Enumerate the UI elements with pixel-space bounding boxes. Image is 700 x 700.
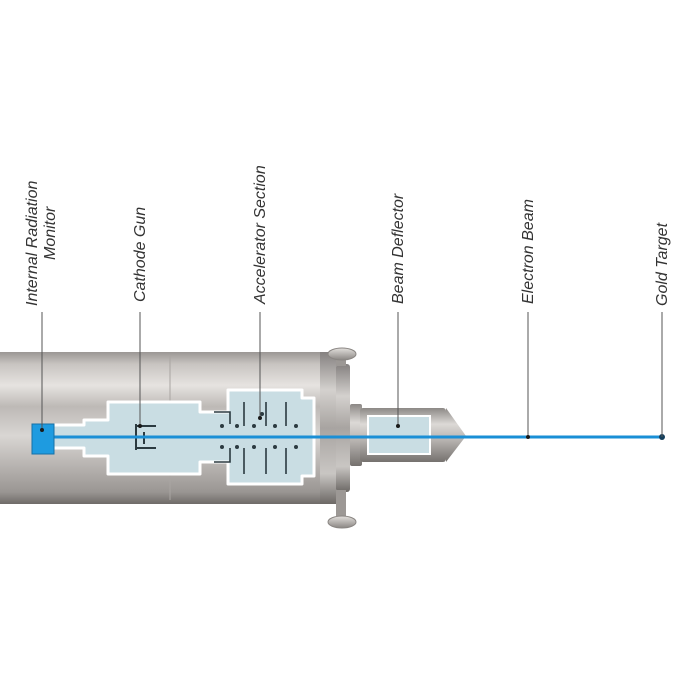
- internal-radiation-monitor: [31, 423, 55, 455]
- top-knob: [327, 347, 357, 361]
- accelerator-dots: [220, 412, 298, 449]
- label-irm-line1: Internal Radiation: [24, 180, 41, 306]
- label-electron-beam: Electron Beam: [520, 199, 537, 304]
- label-internal-radiation-monitor: Internal Radiation Monitor: [24, 181, 60, 306]
- nozzle-tip: [446, 408, 466, 462]
- leader-dots: [40, 416, 530, 439]
- label-cathode-gun: Cathode Gun: [132, 206, 149, 302]
- label-accelerator-section: Accelerator Section: [252, 165, 269, 304]
- leader-lines: [41, 312, 663, 437]
- label-gold-target: Gold Target: [654, 222, 671, 306]
- accelerator-cavities: [214, 402, 287, 474]
- nozzle-collar: [350, 404, 362, 466]
- label-irm-line2: Monitor: [42, 206, 59, 260]
- beam-deflector-slot: [367, 415, 431, 455]
- housing-end-cap: [336, 364, 350, 492]
- top-knob-stem: [336, 356, 346, 366]
- housing-end-ring: [320, 352, 336, 504]
- label-beam-deflector: Beam Deflector: [390, 193, 407, 304]
- bottom-knob: [327, 515, 357, 529]
- bottom-knob-stem: [336, 490, 346, 516]
